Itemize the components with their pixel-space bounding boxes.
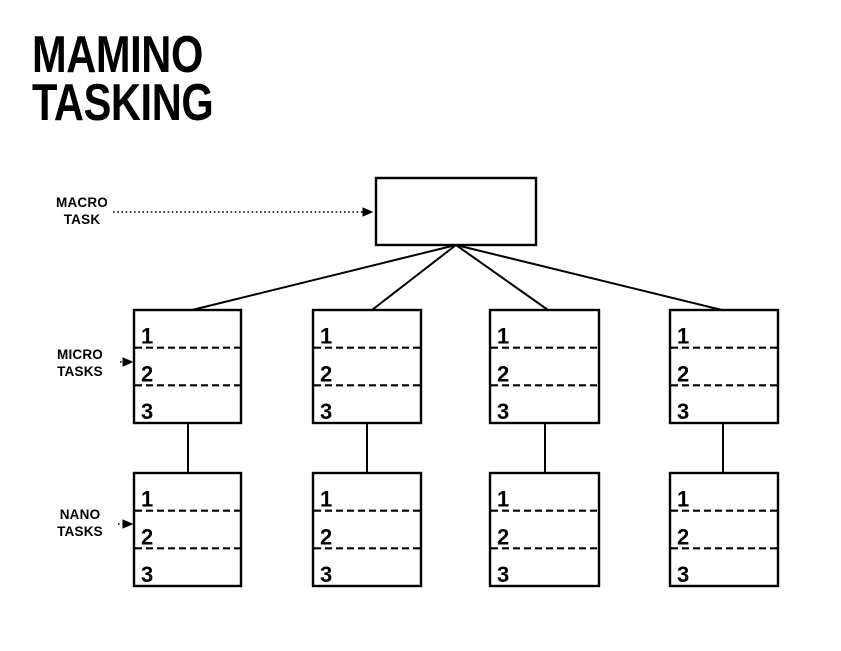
nano-box-4-row-3: 3	[677, 562, 689, 587]
nano-box-4-row-2: 2	[677, 524, 689, 549]
label-nano-tasks: NANO TASKS	[57, 507, 103, 539]
micro-box-1-row-2: 2	[141, 361, 153, 386]
connector-micro-3	[455, 244, 549, 311]
micro-box-4-row-3: 3	[677, 399, 689, 424]
micro-box-2-row-1: 1	[320, 324, 332, 349]
micro-box-2-row-3: 3	[320, 399, 332, 424]
micro-task-box-3[interactable]: 1 2 3	[488, 308, 601, 425]
nano-box-4-row-1: 1	[677, 487, 689, 512]
micro-box-1-row-3: 3	[141, 399, 153, 424]
micro-box-3-row-1: 1	[497, 324, 509, 349]
micro-box-3-row-3: 3	[497, 399, 509, 424]
connector-micro-2	[371, 244, 457, 311]
micro-box-1-row-1: 1	[141, 324, 153, 349]
micro-task-box-3-outline	[488, 308, 601, 425]
nano-task-box-1[interactable]: 1 2 3	[132, 471, 243, 588]
nano-task-box-3-outline	[488, 471, 601, 588]
nano-task-box-4-outline	[668, 471, 780, 588]
title-line-2: TASKING	[32, 73, 214, 132]
nano-task-boxes: 1 2 3 1 2 3 1 2 3 1 2 3	[132, 471, 780, 588]
nano-box-3-row-1: 1	[497, 487, 509, 512]
connector-micro-4	[455, 244, 723, 311]
nano-task-box-4[interactable]: 1 2 3	[668, 471, 780, 588]
micro-task-boxes: 1 2 3 1 2 3 1 2 3 1 2 3	[132, 308, 780, 425]
nano-box-2-row-1: 1	[320, 487, 332, 512]
micro-box-2-row-2: 2	[320, 361, 332, 386]
nano-box-3-row-2: 2	[497, 524, 509, 549]
nano-box-1-row-1: 1	[141, 487, 153, 512]
macro-task-box-outline	[374, 176, 538, 247]
micro-task-box-4[interactable]: 1 2 3	[668, 308, 780, 425]
micro-task-box-1-outline	[132, 308, 243, 425]
micro-box-3-row-2: 2	[497, 361, 509, 386]
micro-to-nano-stems	[187, 423, 724, 473]
micro-task-box-1[interactable]: 1 2 3	[132, 308, 243, 425]
label-micro-tasks: MICRO TASKS	[57, 347, 103, 379]
label-macro-task: MACRO TASK	[56, 195, 108, 227]
nano-task-box-3[interactable]: 1 2 3	[488, 471, 601, 588]
micro-task-box-2-outline	[311, 308, 423, 425]
page-title: MAMINO TASKING	[32, 26, 412, 132]
leader-lines	[113, 207, 374, 529]
nano-task-box-1-outline	[132, 471, 243, 588]
micro-task-box-4-outline	[668, 308, 780, 425]
connector-micro-1	[191, 244, 457, 311]
nano-box-2-row-3: 3	[320, 562, 332, 587]
nano-box-1-row-2: 2	[141, 524, 153, 549]
title-line-1: MAMINO	[32, 26, 203, 84]
macro-to-micro-connectors	[191, 244, 723, 311]
micro-task-box-2[interactable]: 1 2 3	[311, 308, 423, 425]
nano-task-box-2-outline	[311, 471, 423, 588]
nano-box-1-row-3: 3	[141, 562, 153, 587]
macro-task-box[interactable]	[374, 176, 538, 247]
micro-box-4-row-2: 2	[677, 361, 689, 386]
micro-box-4-row-1: 1	[677, 324, 689, 349]
nano-task-box-2[interactable]: 1 2 3	[311, 471, 423, 588]
nano-box-3-row-3: 3	[497, 562, 509, 587]
nano-box-2-row-2: 2	[320, 524, 332, 549]
